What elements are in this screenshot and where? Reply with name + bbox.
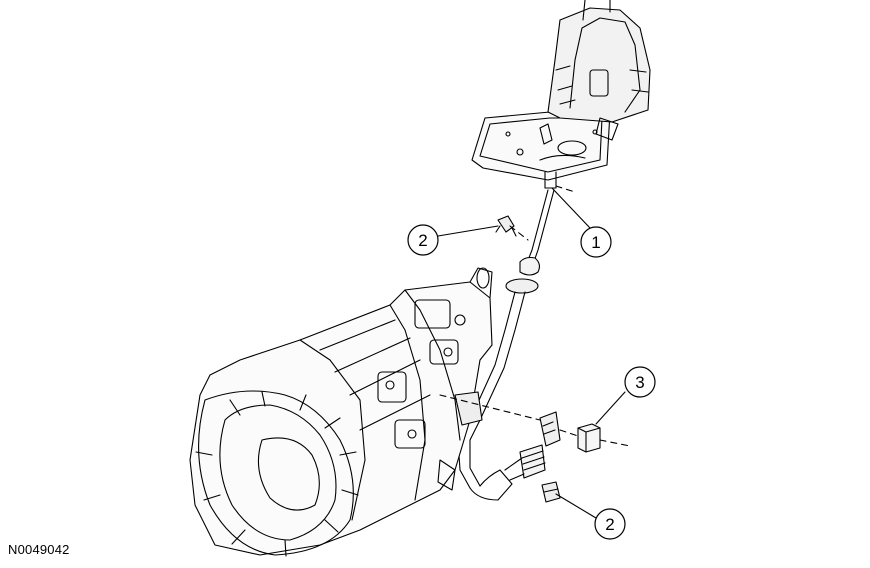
leader-lines: [437, 187, 626, 519]
callout-3: 3: [624, 366, 656, 398]
callout-1-label: 1: [591, 233, 600, 252]
figure-id: N0049042: [8, 542, 70, 557]
callout-2-lower-label: 2: [605, 515, 614, 534]
bushing-part: [577, 423, 601, 453]
assembly-lines: [439, 185, 631, 447]
callout-2-upper-label: 2: [418, 231, 427, 250]
retainer-clip-upper: [495, 215, 517, 237]
callout-1: 1: [580, 226, 612, 258]
callout-3-label: 3: [635, 373, 644, 392]
cable-bracket: [504, 411, 561, 481]
retainer-clip-lower: [541, 481, 561, 503]
callout-2-lower: 2: [594, 508, 626, 540]
callout-2-upper: 2: [407, 224, 439, 256]
shifter-assembly: [471, 0, 651, 189]
transmission: [189, 267, 493, 557]
